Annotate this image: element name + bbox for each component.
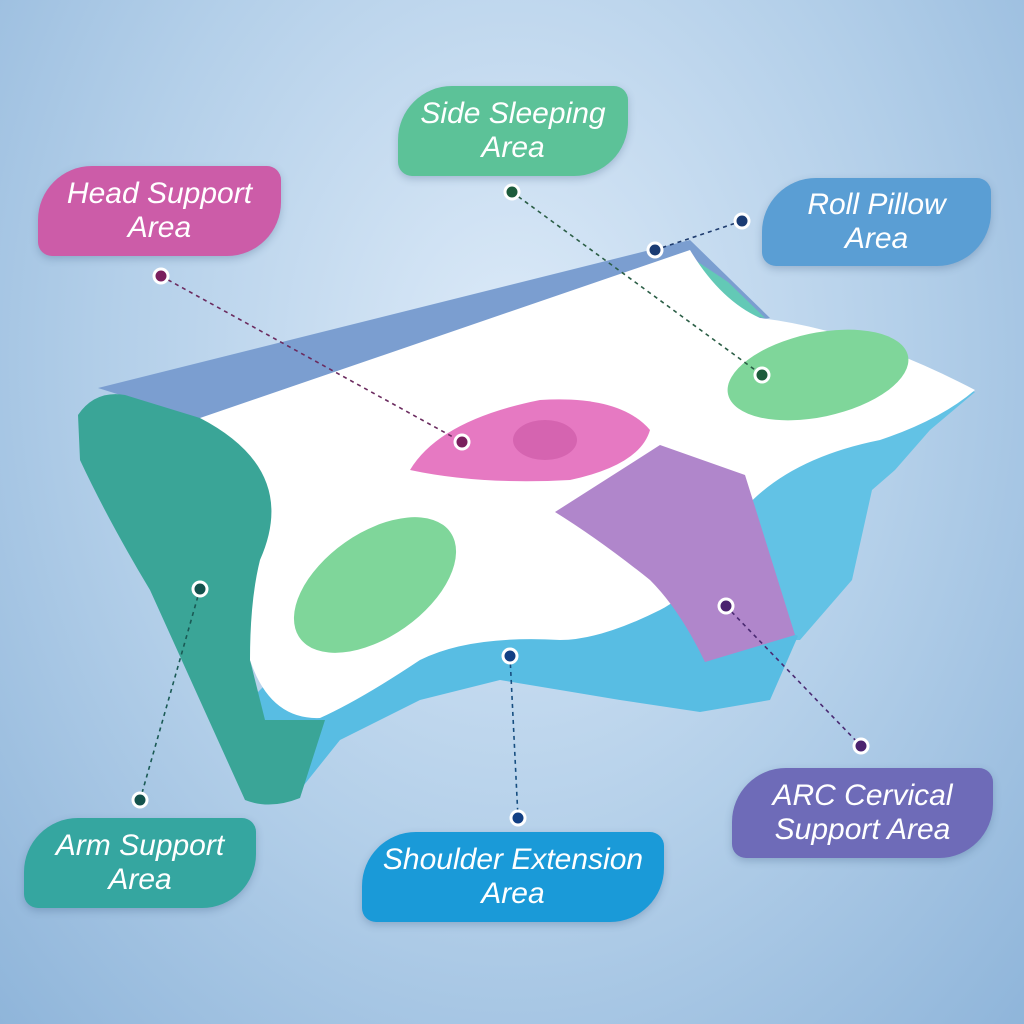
side-sleeping-dot-label: [503, 183, 521, 201]
roll-pillow-label-line1: Roll Pillow: [807, 188, 946, 222]
head-dimple: [513, 420, 577, 460]
head-support-dot-zone: [453, 433, 471, 451]
head-support-leader: [160, 275, 463, 443]
side-sleeping-label-line2: Area: [481, 131, 545, 164]
arm-support-panel: [78, 394, 325, 805]
arc-cervical-leader: [725, 605, 862, 747]
arm-support-label-line2: Area: [108, 863, 172, 896]
roll-pillow-dot-zone: [646, 241, 664, 259]
arm-support-dot-zone: [191, 580, 209, 598]
arm-support-label-line1: Arm Support: [55, 829, 225, 863]
roll-pillow-dot-label: [733, 212, 751, 230]
arc-cervical-label-line2: Support Area: [774, 813, 951, 846]
arc-cervical-dot-zone: [717, 597, 735, 615]
shoulder-extension-leader: [509, 655, 519, 819]
shoulder-extension-dot-label: [509, 809, 527, 827]
arc-cervical-label-line1: ARC Cervical: [772, 779, 953, 813]
head-support-label-line2: Area: [127, 211, 192, 244]
shoulder-extension-dot-zone: [501, 647, 519, 665]
side-sleeping-label-line1: Side Sleeping: [420, 97, 606, 131]
roll-pillow-label-line2: Area: [844, 222, 909, 255]
side-sleeping-dot-zone: [753, 366, 771, 384]
side-sleeping-zone-left: [293, 517, 457, 653]
head-support-dot-label: [152, 267, 170, 285]
side-sleeping-leader: [511, 191, 763, 376]
shoulder-extension-label-line2: Area: [481, 877, 545, 910]
head-support-label-line1: Head Support: [66, 177, 253, 211]
arc-cervical-dot-label: [852, 737, 870, 755]
shoulder-extension-label-line1: Shoulder Extension: [382, 843, 644, 877]
arc-cervical-zone: [555, 445, 795, 662]
side-sleeping-zone-right: [727, 329, 909, 421]
arm-support-dot-label: [131, 791, 149, 809]
